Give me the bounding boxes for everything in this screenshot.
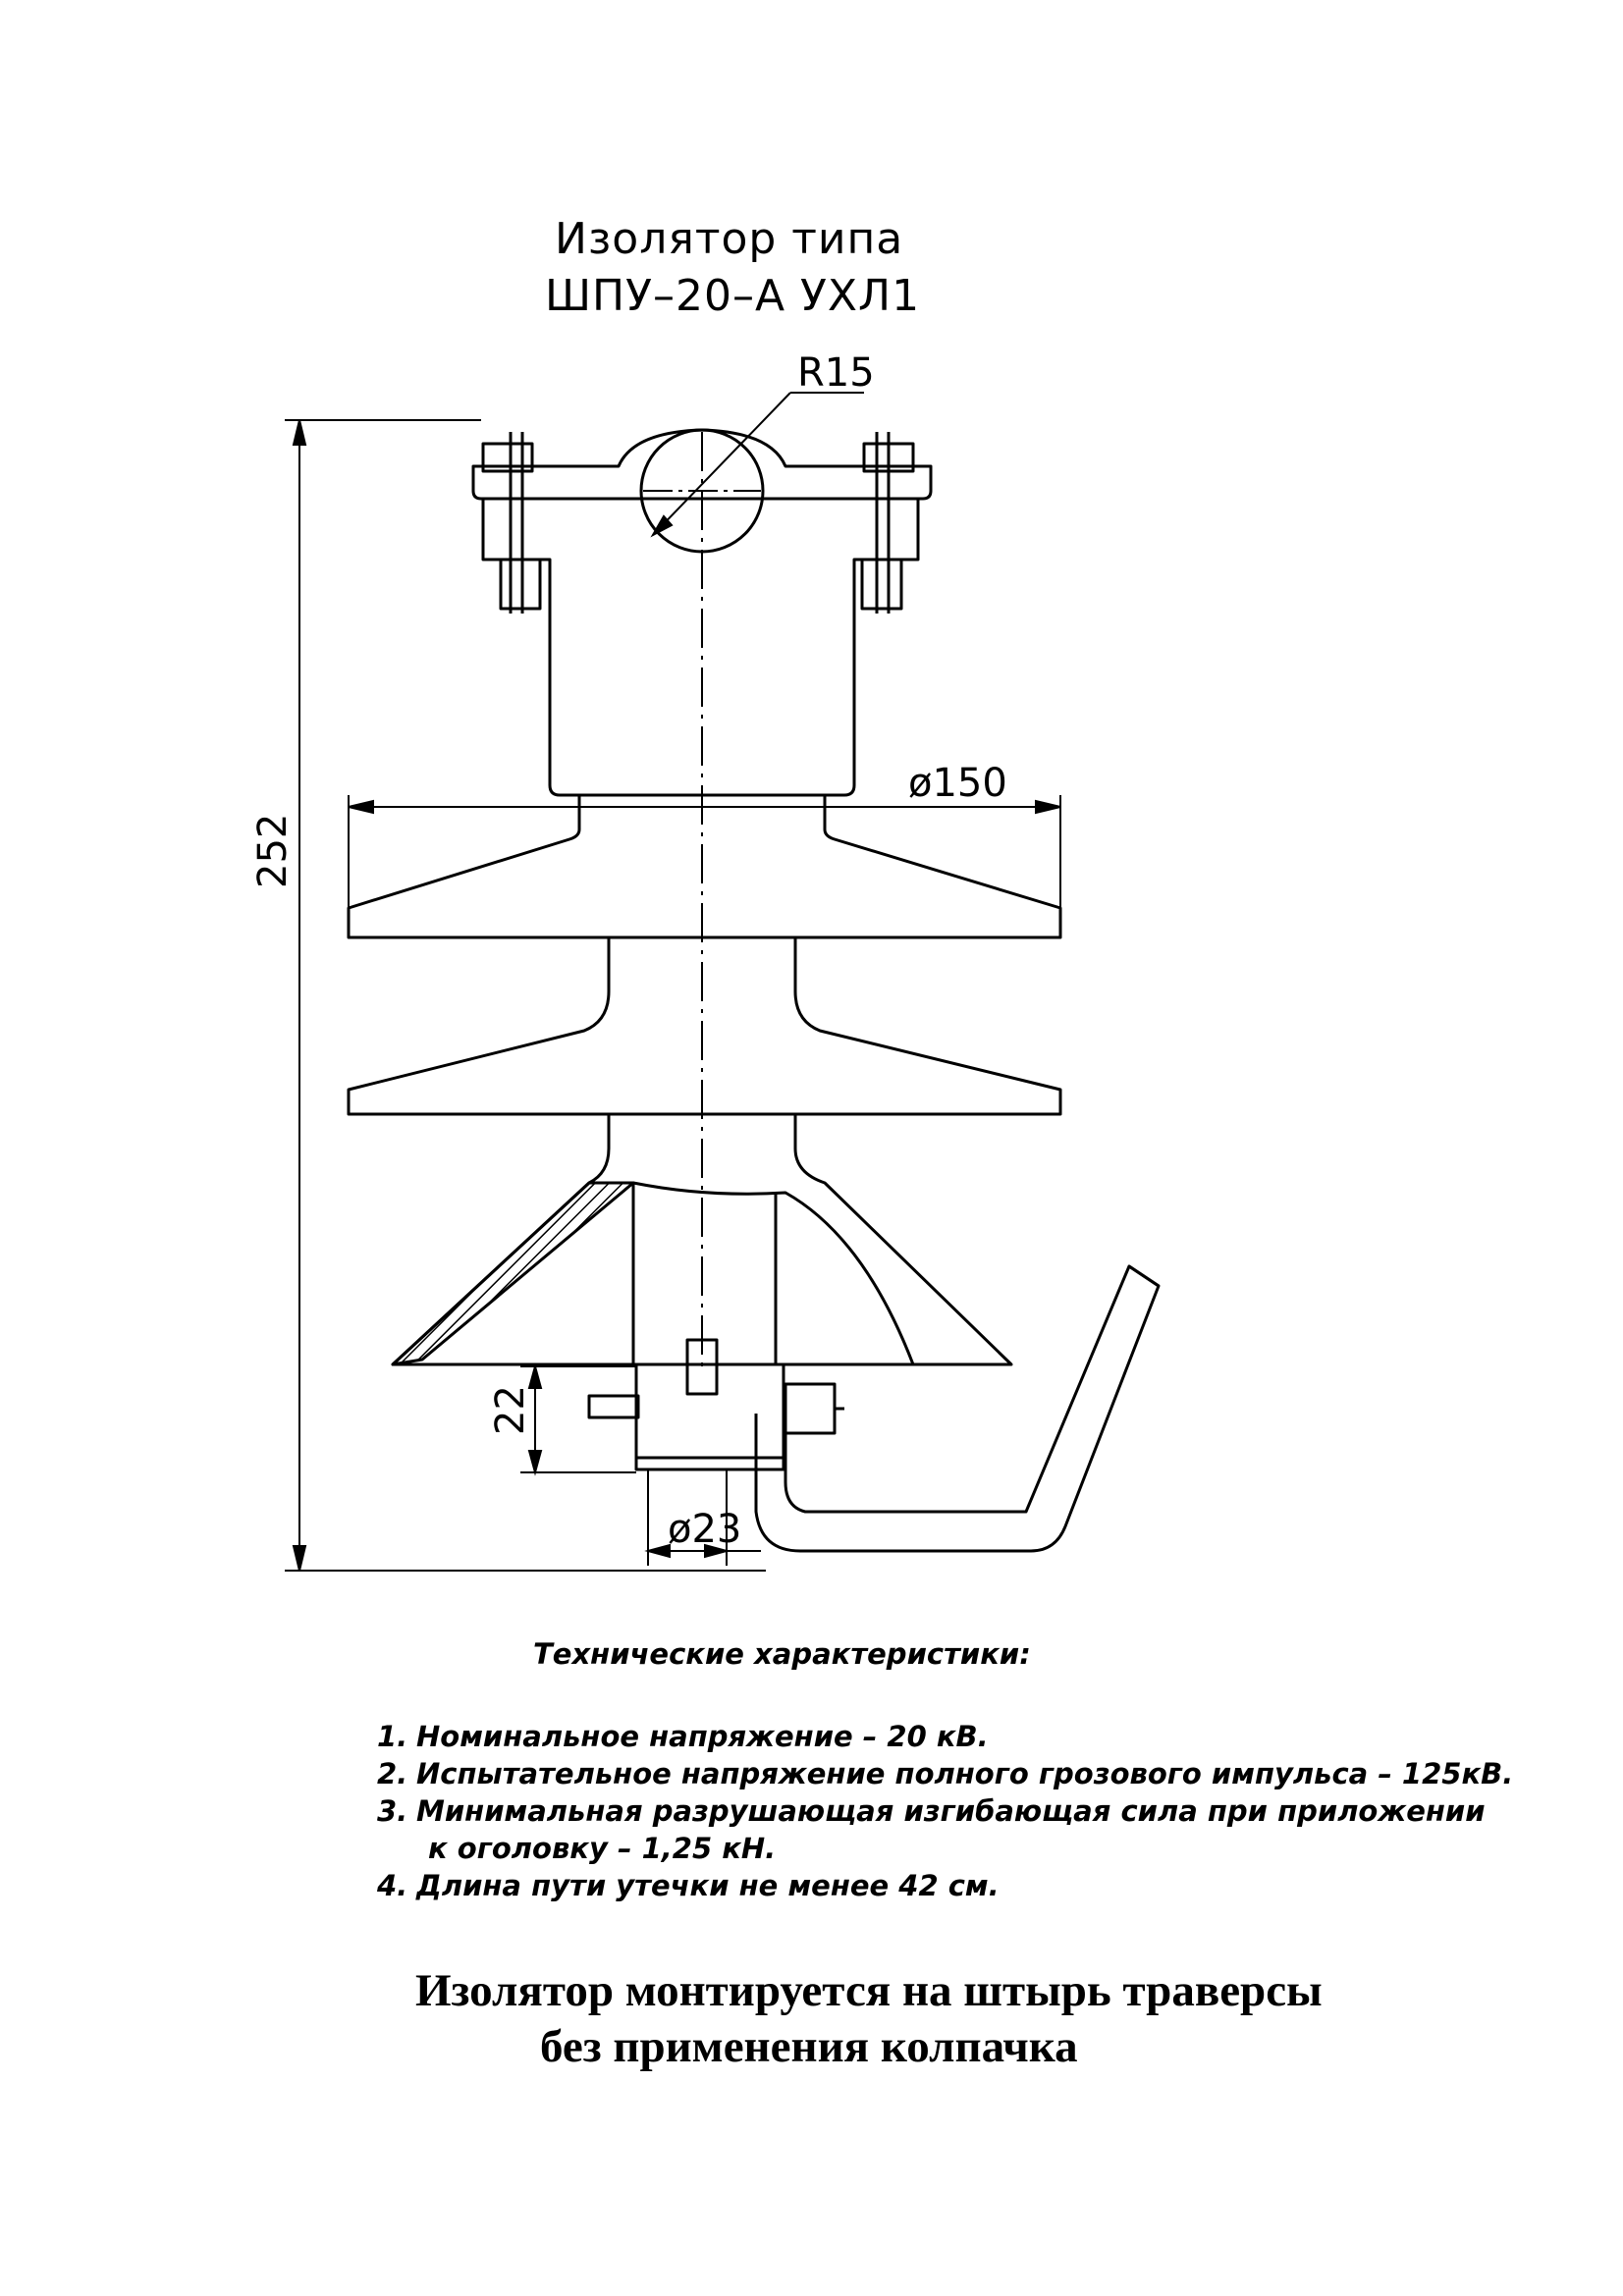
- mounting-note-line-2: без применения колпачка: [540, 2021, 1078, 2072]
- dim-clamp-diameter-label: ø23: [668, 1507, 742, 1552]
- bottom-clamp-right-nut: [784, 1382, 837, 1435]
- clamp-body: [481, 499, 920, 797]
- hook-rod: [754, 1264, 1161, 1553]
- dim-shed-diameter-label: ø150: [908, 761, 1007, 806]
- spec-text: Номинальное напряжение – 20 кВ.: [416, 1720, 989, 1753]
- spec-item: 2.Испытательное напряжение полного грозо…: [377, 1755, 1513, 1792]
- spec-num: 2.: [377, 1757, 408, 1790]
- clamp-plate: [471, 428, 933, 501]
- spec-text: Минимальная разрушающая изгибающая сила …: [416, 1794, 1486, 1828]
- specs-heading: Технические характеристики:: [533, 1637, 1031, 1671]
- shed-2: [347, 937, 1062, 1116]
- spec-text: Длина пути утечки не менее 42 см.: [416, 1869, 1000, 1902]
- title-line-1: Изолятор типа: [555, 214, 904, 264]
- dim-clamp-height-label: 22: [488, 1385, 533, 1435]
- mounting-note-line-1: Изолятор монтируется на штырь траверсы: [415, 1965, 1323, 2016]
- spec-text: Испытательное напряжение полного грозово…: [416, 1757, 1514, 1790]
- spec-num: 4.: [377, 1869, 408, 1902]
- shed-3-section: [391, 1181, 635, 1366]
- dim-height-label: 252: [250, 813, 296, 888]
- spec-text: к оголовку – 1,25 кН.: [428, 1832, 777, 1865]
- left-bolt-nut: [499, 558, 542, 611]
- bottom-clamp-body: [634, 1362, 785, 1460]
- left-bolt-head: [481, 442, 534, 473]
- spec-num: 1.: [377, 1720, 408, 1753]
- title-line-2: ШПУ–20–А УХЛ1: [545, 271, 921, 321]
- dim-radius-label: R15: [797, 350, 875, 396]
- spec-item: 4.Длина пути утечки не менее 42 см.: [377, 1867, 1513, 1904]
- spec-num: 3.: [377, 1794, 408, 1828]
- r15-leader: [652, 392, 791, 536]
- bottom-clamp-bolt: [587, 1394, 640, 1419]
- specs-list: 1.Номинальное напряжение – 20 кВ. 2.Испы…: [377, 1718, 1513, 1904]
- spec-item: 1.Номинальное напряжение – 20 кВ.: [377, 1718, 1513, 1755]
- shed-1: [347, 795, 1062, 939]
- spec-item: к оголовку – 1,25 кН.: [377, 1830, 1513, 1867]
- right-bolt-nut: [860, 558, 903, 611]
- spec-item: 3.Минимальная разрушающая изгибающая сил…: [377, 1792, 1513, 1830]
